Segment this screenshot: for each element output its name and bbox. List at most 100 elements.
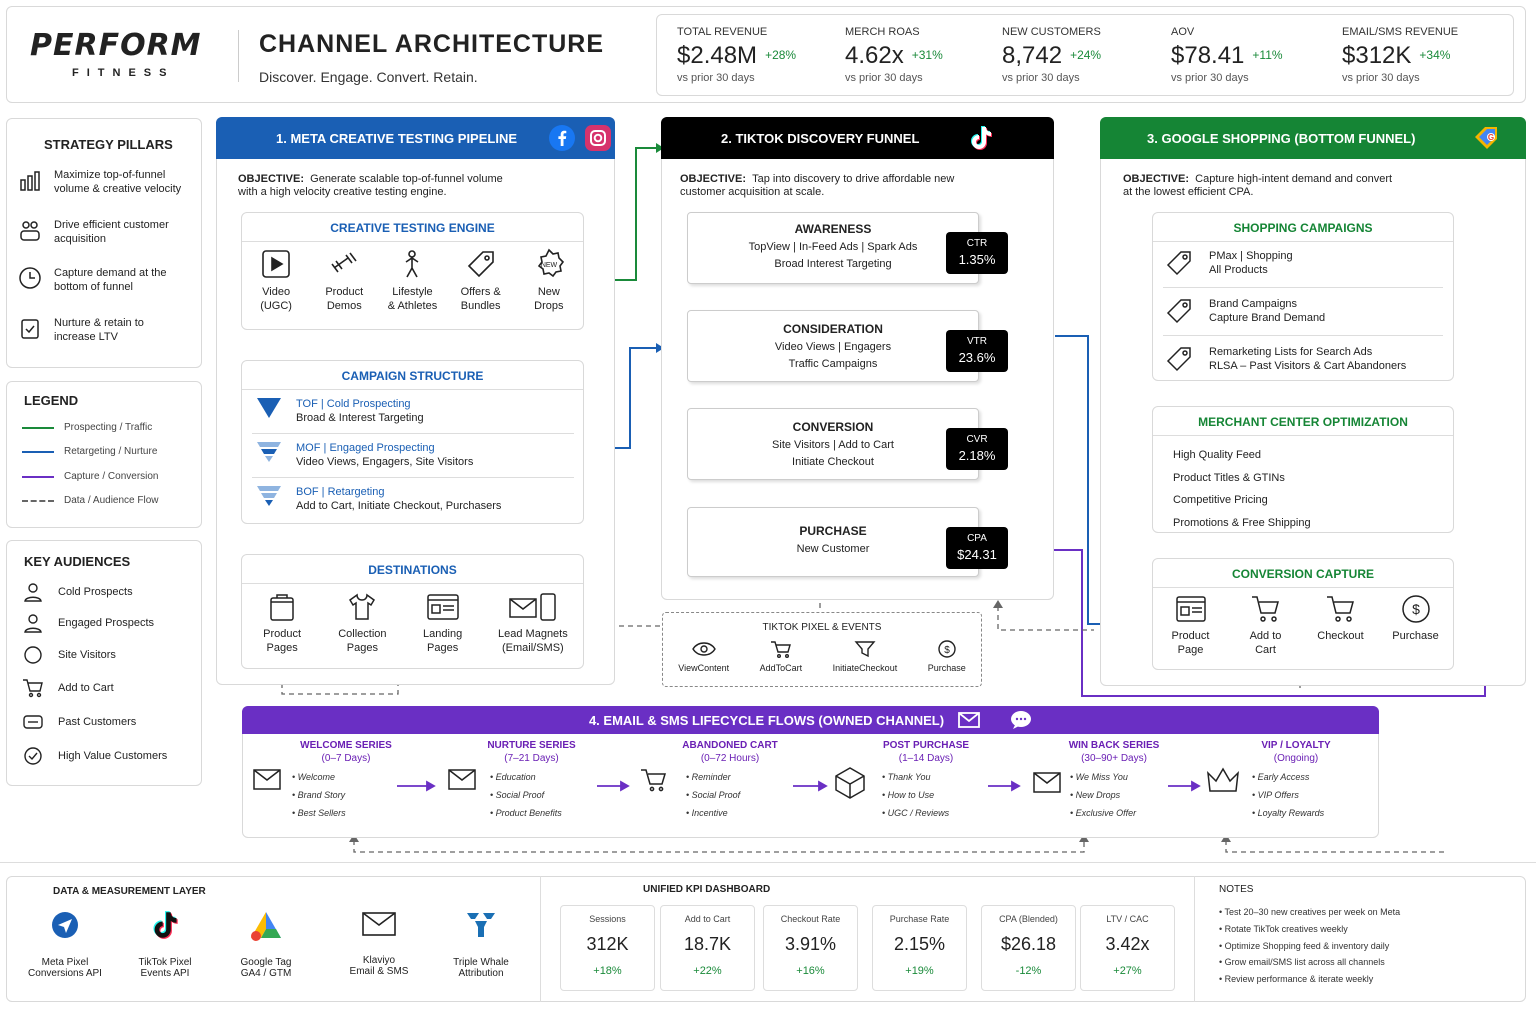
circle-icon bbox=[24, 646, 42, 664]
kpi-total-revenue: TOTAL REVENUE$2.48M+28%vs prior 30 days bbox=[677, 26, 797, 84]
box-icon bbox=[835, 767, 865, 799]
email-icon bbox=[253, 769, 281, 790]
stage-awareness: AWARENESS TopView | In-Feed Ads | Spark … bbox=[687, 212, 1008, 284]
card-icon bbox=[23, 715, 43, 729]
creative-testing-engine: CREATIVE TESTING ENGINE Video(UGC) Produ… bbox=[241, 212, 584, 330]
flow-win-back: WIN BACK SERIES(30–90+ Days)We Miss YouN… bbox=[1064, 740, 1164, 822]
dollar-icon: $ bbox=[1401, 595, 1430, 623]
cart-icon bbox=[641, 769, 667, 792]
engine-item: Lifestyle& Athletes bbox=[381, 248, 443, 313]
funnel-icon bbox=[257, 486, 281, 506]
note-item: Grow email/SMS list across all channels bbox=[1219, 954, 1400, 971]
cart-icon bbox=[1251, 596, 1279, 622]
google-panel-header: 3. GOOGLE SHOPPING (BOTTOM FUNNEL) G bbox=[1100, 117, 1526, 159]
legend-panel bbox=[6, 381, 202, 528]
flow-abandoned-cart: ABANDONED CART(0–72 Hours)ReminderSocial… bbox=[680, 740, 780, 822]
tiktok-icon bbox=[153, 911, 178, 939]
audience-item: High Value Customers bbox=[22, 746, 167, 766]
svg-text:G: G bbox=[1488, 133, 1494, 142]
video-play-icon bbox=[262, 250, 290, 278]
stage-purchase: PURCHASE New Customer CPA$24.31 bbox=[687, 507, 1008, 577]
flow-vip-loyalty: VIP / LOYALTY(Ongoing)Early AccessVIP Of… bbox=[1246, 740, 1346, 822]
new-badge-icon: NEW bbox=[537, 248, 564, 278]
clipboard-check-icon bbox=[21, 319, 39, 339]
svg-text:$: $ bbox=[1412, 601, 1420, 617]
instagram-icon bbox=[585, 125, 612, 151]
email-icon bbox=[1033, 772, 1061, 793]
legend-title: LEGEND bbox=[24, 393, 79, 408]
tag-icon bbox=[467, 251, 494, 278]
pillars-title: STRATEGY PILLARS bbox=[44, 137, 173, 152]
tag-icon bbox=[1166, 251, 1191, 276]
chart-people-icon bbox=[20, 171, 40, 191]
google-tag-icon bbox=[251, 912, 281, 941]
pillar-item: Drive efficient customer acquisition bbox=[18, 218, 184, 246]
user-icon bbox=[24, 614, 42, 633]
meta-panel-header: 1. META CREATIVE TESTING PIPELINE bbox=[216, 117, 615, 159]
clock-icon bbox=[19, 267, 41, 289]
note-item: Review performance & iterate weekly bbox=[1219, 971, 1400, 988]
tag-icon bbox=[1166, 299, 1191, 324]
tiktok-panel-header: 2. TIKTOK DISCOVERY FUNNEL bbox=[661, 117, 1054, 159]
crown-icon bbox=[1207, 767, 1239, 792]
capture-item: Checkout bbox=[1311, 594, 1371, 657]
legend-item: Data / Audience Flow bbox=[22, 495, 159, 506]
audience-item: Site Visitors bbox=[22, 645, 116, 665]
brand-logo: PERFORM FITNESS bbox=[30, 28, 202, 79]
capture-item: $Purchase bbox=[1386, 594, 1446, 657]
legend-item: Capture / Conversion bbox=[22, 471, 159, 482]
audience-item: Cold Prospects bbox=[22, 582, 133, 602]
cart-icon bbox=[770, 641, 791, 658]
merchant-item: High Quality Feed bbox=[1173, 449, 1262, 461]
legend-item: Prospecting / Traffic bbox=[22, 422, 152, 433]
tag-icon bbox=[1166, 347, 1191, 372]
page-subtitle: Discover. Engage. Convert. Retain. bbox=[259, 69, 478, 85]
tiktok-objective: OBJECTIVE: Tap into discovery to drive a… bbox=[680, 173, 955, 198]
google-objective: OBJECTIVE: Capture high-intent demand an… bbox=[1123, 173, 1393, 198]
flow-post-purchase: POST PURCHASE(1–14 Days)Thank YouHow to … bbox=[876, 740, 976, 822]
merchant-item: Promotions & Free Shipping bbox=[1173, 516, 1311, 529]
pillar-item: Nurture & retain to increase LTV bbox=[18, 316, 184, 344]
chat-icon bbox=[1011, 711, 1032, 729]
checkout-cart-icon bbox=[1326, 596, 1354, 622]
pillar-item: Maximize top-of-funnel volume & creative… bbox=[18, 168, 184, 196]
data-layer-title: DATA & MEASUREMENT LAYER bbox=[53, 886, 206, 897]
page-title: CHANNEL ARCHITECTURE bbox=[259, 30, 604, 58]
flow-nurture: NURTURE SERIES(7–21 Days)EducationSocial… bbox=[484, 740, 579, 822]
facebook-icon bbox=[549, 125, 576, 151]
notes-title: NOTES bbox=[1219, 884, 1254, 895]
landing-page-icon bbox=[426, 594, 459, 620]
email-icon bbox=[448, 769, 476, 790]
audience-item: Engaged Prospects bbox=[22, 613, 154, 633]
note-item: Rotate TikTok creatives weekly bbox=[1219, 921, 1400, 938]
shirt-icon bbox=[349, 593, 376, 620]
cart-icon bbox=[23, 679, 43, 698]
svg-text:$: $ bbox=[944, 645, 950, 656]
dashboard-title: UNIFIED KPI DASHBOARD bbox=[643, 884, 771, 895]
users-icon bbox=[20, 221, 40, 241]
meta-pixel-icon bbox=[52, 912, 78, 938]
pillar-item: Capture demand at the bottom of funnel bbox=[18, 266, 184, 294]
pixel-event: InitiateCheckout bbox=[833, 640, 897, 673]
